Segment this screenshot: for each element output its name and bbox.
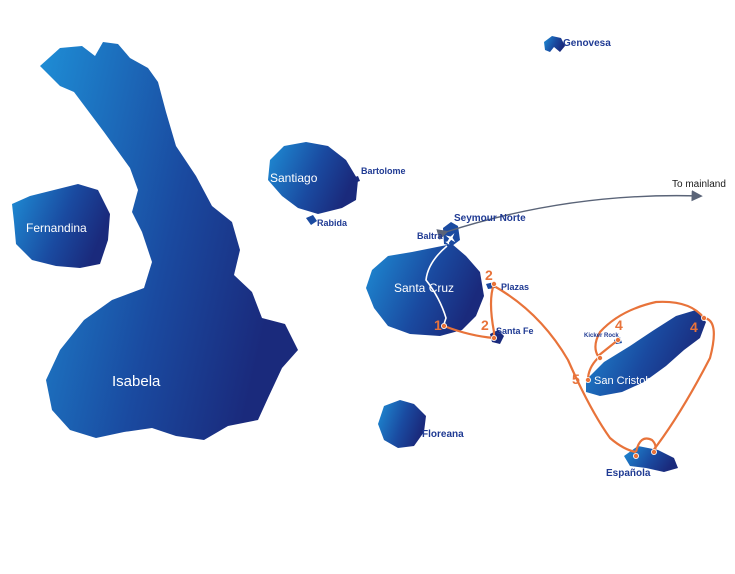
- label-baltra: Baltra: [417, 231, 444, 241]
- label-san-cristobal: San Cristobal: [594, 375, 660, 387]
- label-to-mainland: To mainland: [672, 179, 726, 190]
- santiago-island: [268, 142, 358, 214]
- stop-number-2-plazas: 2: [485, 267, 493, 283]
- stop-dot: [701, 314, 708, 321]
- floreana-island: [378, 400, 426, 448]
- label-plazas: Plazas: [501, 282, 529, 292]
- stop-dot: [615, 336, 622, 343]
- santa-cruz-island: [366, 244, 484, 336]
- baltra-islet: [443, 222, 460, 246]
- stop-number-2-santa-fe: 2: [481, 317, 489, 333]
- label-santa-fe: Santa Fe: [496, 326, 534, 336]
- label-rabida: Rabida: [317, 218, 348, 228]
- stop-dot: [490, 280, 497, 287]
- stop-number-4-east: 4: [690, 319, 698, 335]
- label-floreana: Floreana: [422, 429, 464, 440]
- cruise-route-east: [651, 316, 715, 453]
- stop-number-5: 5: [572, 371, 580, 387]
- label-espanola: Española: [606, 468, 651, 479]
- label-bartolome: Bartolome: [361, 166, 406, 176]
- label-seymour-norte: Seymour Norte: [454, 213, 526, 224]
- flight-route-line: [436, 190, 703, 240]
- overland-route: [425, 245, 448, 325]
- cruise-route-north-loop: [594, 300, 705, 357]
- cruise-route-south: [493, 285, 637, 454]
- stop-dot: [440, 322, 447, 329]
- espanola-island: [624, 446, 678, 472]
- label-fernandina: Fernandina: [26, 221, 87, 235]
- stop-dot: [490, 334, 497, 341]
- cruise-route-west: [443, 283, 496, 340]
- label-santiago: Santiago: [270, 171, 318, 185]
- stop-dot: [633, 452, 640, 459]
- label-santa-cruz: Santa Cruz: [394, 281, 454, 295]
- genovesa-island: [544, 36, 565, 52]
- stop-dot: [651, 448, 658, 455]
- isabela-island: [40, 42, 298, 440]
- label-isabela: Isabela: [112, 373, 161, 390]
- rabida-islet: [306, 215, 317, 225]
- stop-number-1: 1: [434, 317, 442, 333]
- stop-dot: [597, 354, 604, 361]
- san-cristobal-island: [586, 310, 706, 396]
- label-kicker-rock: Kicker Rock: [584, 333, 619, 339]
- label-genovesa: Genovesa: [563, 38, 611, 49]
- airplane-icon: [445, 233, 456, 245]
- bartolome-islet: [352, 176, 360, 183]
- cruise-route-kicker: [597, 339, 619, 357]
- stop-number-4-kicker: 4: [615, 317, 623, 333]
- fernandina-island: [12, 184, 110, 268]
- stop-dot: [585, 376, 592, 383]
